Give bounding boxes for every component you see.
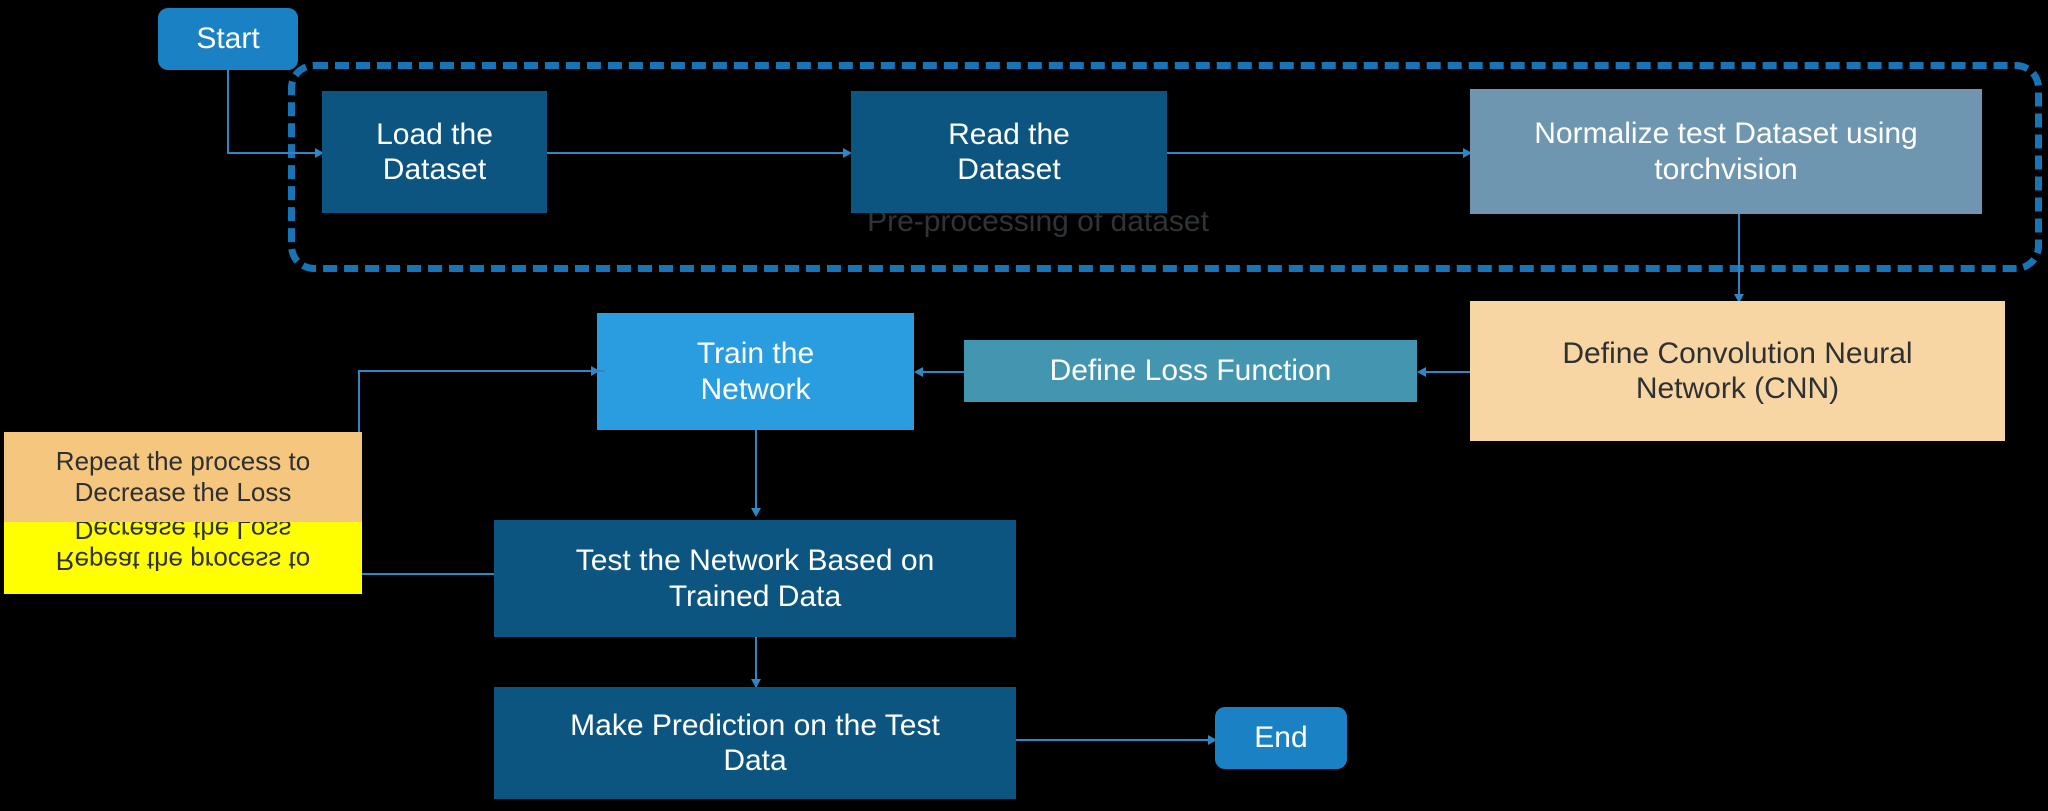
node-normalize-dataset-label: Normalize test Dataset using torchvision xyxy=(1534,117,1918,186)
arrowhead-to-normalize xyxy=(1463,148,1472,158)
arrowhead-to-train-network xyxy=(914,367,923,377)
arrowhead-loop-to-train xyxy=(591,366,600,376)
note-repeat-process-reflection: Repeat the process to Decrease the Loss xyxy=(4,522,362,594)
node-define-loss-label: Define Loss Function xyxy=(1049,354,1332,388)
edge-normalize-to-cnn xyxy=(1738,214,1740,302)
edge-loop-to-train xyxy=(358,370,605,372)
edge-loss-to-train xyxy=(922,371,964,373)
edge-load-to-read xyxy=(547,152,850,154)
node-end[interactable]: End xyxy=(1215,707,1347,769)
edge-prediction-to-end xyxy=(1016,739,1215,741)
node-start-label: Start xyxy=(196,22,260,56)
edge-train-to-test xyxy=(755,430,757,515)
arrowhead-to-read-dataset xyxy=(843,148,852,158)
node-test-network-label: Test the Network Based on Trained Data xyxy=(575,544,935,613)
edge-start-down xyxy=(227,70,229,153)
arrowhead-to-test-network xyxy=(751,508,761,517)
node-read-dataset-label: Read the Dataset xyxy=(948,117,1070,186)
note-repeat-process-wrap: Repeat the process to Decrease the Loss … xyxy=(4,432,362,594)
node-define-loss[interactable]: Define Loss Function xyxy=(964,340,1417,402)
edge-read-to-normalize xyxy=(1167,152,1470,154)
node-train-network[interactable]: Train the Network xyxy=(597,313,914,430)
edge-cnn-to-loss xyxy=(1425,371,1470,373)
node-normalize-dataset[interactable]: Normalize test Dataset using torchvision xyxy=(1470,89,1982,214)
node-make-prediction-label: Make Prediction on the Test Data xyxy=(570,708,940,777)
arrowhead-to-end xyxy=(1208,735,1217,745)
node-load-dataset-label: Load the Dataset xyxy=(376,117,493,186)
arrowhead-to-load-dataset xyxy=(315,148,324,158)
node-end-label: End xyxy=(1254,721,1308,755)
node-load-dataset[interactable]: Load the Dataset xyxy=(322,91,547,213)
note-repeat-process-label: Repeat the process to Decrease the Loss xyxy=(55,445,311,507)
node-define-cnn-label: Define Convolution Neural Network (CNN) xyxy=(1562,336,1913,405)
node-define-cnn[interactable]: Define Convolution Neural Network (CNN) xyxy=(1470,301,2005,441)
node-read-dataset[interactable]: Read the Dataset xyxy=(851,91,1167,213)
node-train-network-label: Train the Network xyxy=(696,337,815,406)
arrowhead-to-define-cnn xyxy=(1734,294,1744,303)
group-preprocessing-boundary xyxy=(288,62,2042,272)
arrowhead-to-define-loss xyxy=(1417,367,1426,377)
note-repeat-process[interactable]: Repeat the process to Decrease the Loss xyxy=(4,432,362,522)
edge-start-to-load xyxy=(227,152,324,154)
edge-loop-test-left xyxy=(358,573,494,575)
arrowhead-to-make-prediction xyxy=(751,679,761,688)
edge-test-to-prediction xyxy=(755,637,757,687)
note-repeat-process-reflection-label: Repeat the process to Decrease the Loss xyxy=(55,522,311,576)
node-make-prediction[interactable]: Make Prediction on the Test Data xyxy=(494,687,1016,799)
node-test-network[interactable]: Test the Network Based on Trained Data xyxy=(494,520,1016,637)
node-start[interactable]: Start xyxy=(158,8,298,70)
